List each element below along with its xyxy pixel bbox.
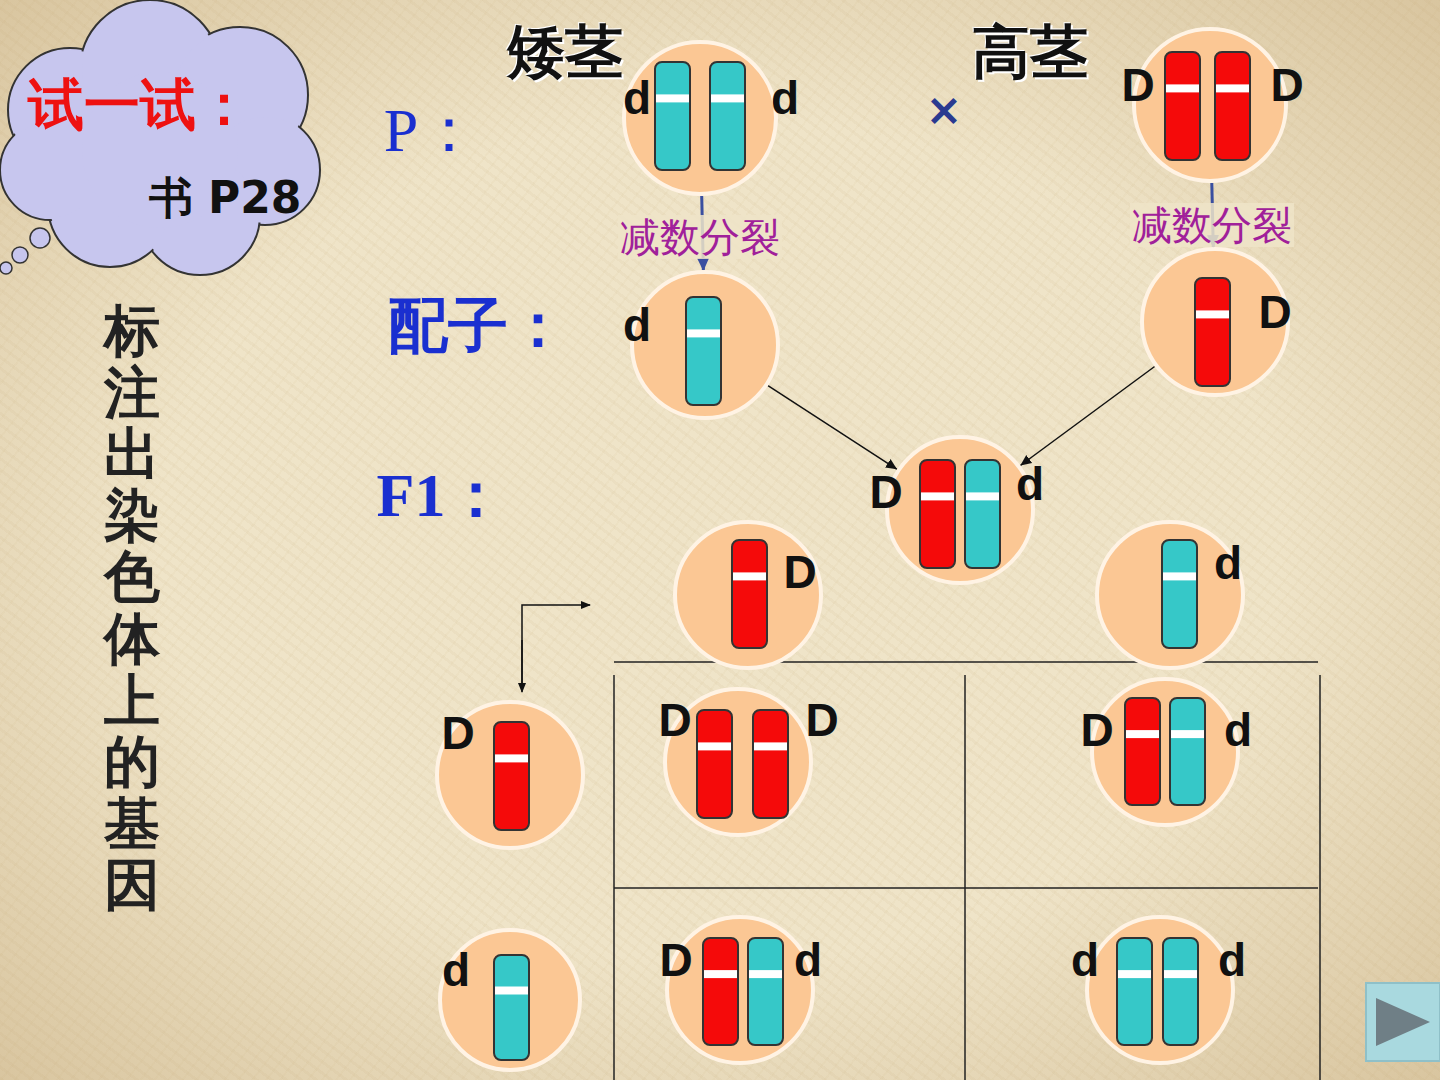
edge-label: 减数分裂 (1130, 203, 1294, 247)
cell-circle: Dd (665, 915, 815, 1065)
cell-circle: D (673, 520, 823, 670)
gene-letter: D (1270, 62, 1303, 108)
phenotype-heading: 矮茎 (507, 23, 623, 81)
gene-locus (1118, 970, 1151, 978)
cell-circle: d (630, 270, 780, 420)
gene-letter: D (869, 469, 902, 515)
gene-locus (1196, 310, 1229, 318)
gene-locus (1163, 572, 1196, 580)
row-label: 配子： (388, 295, 568, 355)
chromosome (1117, 938, 1152, 1045)
elbow-arrow (522, 605, 590, 692)
cell-circle: D (435, 700, 585, 850)
gene-letter: D (658, 697, 691, 743)
gene-letter: D (1080, 707, 1113, 753)
gene-letter: d (442, 947, 470, 993)
cell-circle: Dd (1090, 677, 1240, 827)
chromosome (965, 460, 1000, 568)
gene-locus (1166, 84, 1199, 92)
page-ref: 书 P28 (149, 176, 302, 220)
punnett-grid (614, 662, 1320, 1080)
gene-locus (749, 970, 782, 978)
row-label: P： (384, 99, 480, 161)
cell-shape (673, 520, 823, 670)
cloud-shape (0, 0, 320, 280)
vertical-instruction: 标注出染色体上的基因 (104, 300, 160, 916)
gene-letter: D (659, 937, 692, 983)
gene-letter: d (794, 937, 822, 983)
gene-letter: D (441, 710, 474, 756)
cell-circle: d (438, 928, 582, 1072)
connector-arrow (768, 386, 897, 470)
chromosome (1165, 52, 1200, 160)
cell-circle: Dd (885, 435, 1035, 585)
gene-letter: d (623, 75, 651, 121)
row-label: F1： (377, 464, 508, 526)
gene-letter: d (1214, 540, 1242, 586)
chromosome (753, 710, 788, 818)
chromosome (686, 297, 721, 405)
connector-arrow (1020, 367, 1154, 466)
gene-locus (687, 329, 720, 337)
gene-letter: D (1121, 62, 1154, 108)
gene-locus (1164, 970, 1197, 978)
gene-locus (711, 94, 744, 102)
cell-shape (630, 270, 780, 420)
gene-locus (966, 492, 999, 500)
cell-shape (885, 435, 1035, 585)
cell-circle: 高茎DD (1132, 27, 1288, 183)
chromosome (1162, 540, 1197, 648)
gene-letter: d (1071, 937, 1099, 983)
chromosome (732, 540, 767, 648)
edge-label: 减数分裂 (618, 215, 782, 259)
chromosome (1125, 698, 1160, 805)
gene-locus (1126, 730, 1159, 738)
cross-symbol: × (926, 88, 963, 132)
gene-locus (495, 754, 528, 762)
phenotype-heading: 高茎 (972, 23, 1088, 81)
gene-letter: D (805, 697, 838, 743)
chromosome (1215, 52, 1250, 160)
gene-letter: d (623, 302, 651, 348)
gene-locus (656, 94, 689, 102)
gene-letter: D (783, 549, 816, 595)
gene-letter: d (1218, 937, 1246, 983)
chromosome (494, 722, 529, 830)
cell-circle: dd (1085, 915, 1235, 1065)
chromosome (655, 62, 690, 170)
chromosome (920, 460, 955, 568)
chromosome (494, 955, 529, 1060)
gene-letter: d (1224, 707, 1252, 753)
gene-letter: d (771, 75, 799, 121)
chromosome (1163, 938, 1198, 1045)
gene-locus (733, 572, 766, 580)
gene-letter: D (1258, 289, 1291, 335)
cell-circle: d (1095, 520, 1245, 670)
chromosome (748, 938, 783, 1045)
nav-button (1366, 983, 1440, 1061)
gene-locus (1171, 730, 1204, 738)
cell-shape (1085, 915, 1235, 1065)
cloud-title: 试一试： (28, 77, 252, 133)
cell-shape (1132, 27, 1288, 183)
gene-locus (495, 987, 528, 995)
gene-locus (1216, 84, 1249, 92)
gene-letter: d (1016, 461, 1044, 507)
chromosome (703, 938, 738, 1045)
thought-cloud: 试一试： 书 P28 (0, 0, 320, 280)
gene-locus (698, 742, 731, 750)
chromosome (710, 62, 745, 170)
cell-circle: 矮茎dd (622, 40, 778, 196)
gene-locus (921, 492, 954, 500)
cell-circle: D (1140, 247, 1290, 397)
gene-locus (754, 742, 787, 750)
chromosome (1195, 278, 1230, 386)
chromosome (1170, 698, 1205, 805)
chromosome (697, 710, 732, 818)
cell-circle: DD (663, 687, 813, 837)
gene-locus (704, 970, 737, 978)
